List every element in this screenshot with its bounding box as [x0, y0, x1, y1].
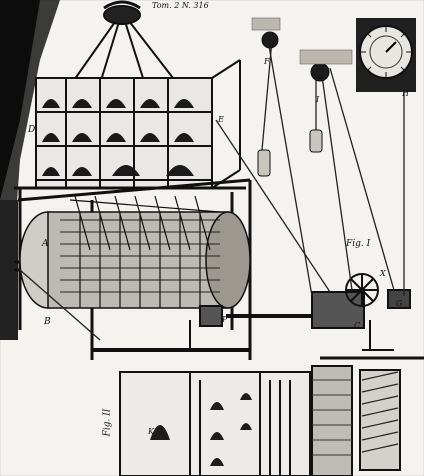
- letter-x: X: [380, 269, 386, 278]
- letter-i: I: [316, 95, 320, 104]
- hammer-rods: [69, 195, 221, 251]
- letter-g: G: [396, 299, 403, 308]
- bells: [42, 99, 194, 176]
- plate-header: Tom. 2 N. 316: [152, 1, 209, 10]
- fig2-bells: [150, 393, 252, 466]
- letter-e: E: [218, 115, 224, 124]
- letter-b: B: [44, 317, 51, 327]
- letter-d: D: [28, 125, 36, 135]
- clock-dial: [356, 18, 416, 92]
- fig1-label: Fig. I: [346, 239, 371, 249]
- letter-a: A: [42, 239, 49, 249]
- letter-p: P: [222, 315, 228, 324]
- fig2-label: Fig. II: [102, 408, 113, 437]
- letter-c: C: [354, 321, 361, 330]
- fig2-frame: [119, 356, 424, 476]
- left-shading: [0, 0, 60, 340]
- ropes: [19, 39, 405, 341]
- pulleys: [257, 31, 330, 177]
- letter-f: F: [264, 57, 270, 66]
- pinned-barrel: [19, 211, 251, 309]
- letter-h: H: [402, 89, 409, 98]
- drive-axle: [189, 273, 411, 351]
- brick-mounts: [251, 17, 353, 65]
- letter-k: K: [148, 427, 154, 436]
